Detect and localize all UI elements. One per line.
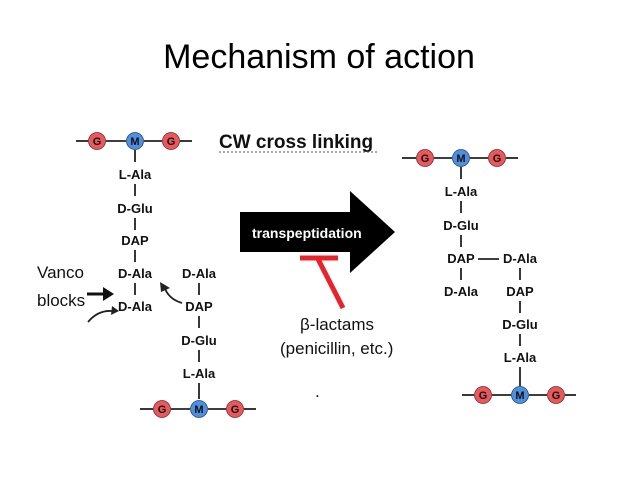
g-sugar-label: G <box>479 390 488 402</box>
g-sugar-circle <box>416 149 434 167</box>
penicillin-label: (penicillin, etc.) <box>280 339 393 358</box>
m-sugar-label: M <box>130 136 139 148</box>
vanco-arrowhead <box>103 287 114 301</box>
right-chain2-residue: DAP <box>506 284 534 299</box>
left-chain1-residue: L-Ala <box>119 167 152 182</box>
g-sugar-circle <box>88 132 106 150</box>
g-sugar-circle <box>162 132 180 150</box>
transpeptidation-label: transpeptidation <box>252 225 362 241</box>
vanco-label-line1: Vanco <box>37 263 84 282</box>
left-chain2-residue: DAP <box>185 299 213 314</box>
left-chain1-residue: D-Ala <box>118 299 153 314</box>
m-sugar-circle <box>190 400 208 418</box>
right-chain1-residue: DAP <box>447 251 475 266</box>
right-chain1-residue: D-Ala <box>444 284 479 299</box>
right-chain2-residue: D-Glu <box>502 317 537 332</box>
m-sugar-circle <box>511 386 529 404</box>
diagram-heading: CW cross linking <box>219 132 373 153</box>
right-chain1-residue: L-Ala <box>445 184 478 199</box>
m-sugar-circle <box>452 149 470 167</box>
footnote: . <box>315 382 320 401</box>
g-sugar-label: G <box>167 136 176 148</box>
inhibition-line <box>315 257 346 310</box>
g-sugar-circle <box>488 149 506 167</box>
g-sugar-label: G <box>421 153 430 165</box>
attack-arrowhead <box>160 282 170 292</box>
slide-title: Mechanism of action <box>163 38 475 76</box>
m-sugar-circle <box>126 132 144 150</box>
left-chain1-residue: D-Glu <box>117 201 152 216</box>
g-sugar-label: G <box>231 404 240 416</box>
transpeptidation-arrow <box>240 191 395 273</box>
vanco-curve-arrow <box>87 310 113 323</box>
g-sugar-circle <box>226 400 244 418</box>
left-chain2-residue: L-Ala <box>183 366 216 381</box>
g-sugar-circle <box>547 386 565 404</box>
left-chain1-residue: D-Ala <box>118 266 153 281</box>
beta-lactams-label: β-lactams <box>300 315 374 334</box>
g-sugar-label: G <box>93 136 102 148</box>
left-chain2-residue: D-Glu <box>181 333 216 348</box>
g-sugar-circle <box>153 400 171 418</box>
right-chain2-residue: L-Ala <box>504 350 537 365</box>
left-chain1-residue: DAP <box>121 233 149 248</box>
g-sugar-circle <box>474 386 492 404</box>
g-sugar-label: G <box>158 404 167 416</box>
m-sugar-label: M <box>194 404 203 416</box>
left-chain2-residue: D-Ala <box>182 266 217 281</box>
vanco-curve-arrowhead <box>111 306 119 315</box>
m-sugar-label: M <box>456 153 465 165</box>
right-chain2-residue: D-Ala <box>503 251 538 266</box>
g-sugar-label: G <box>493 153 502 165</box>
m-sugar-label: M <box>515 390 524 402</box>
right-chain1-residue: D-Glu <box>443 218 478 233</box>
vanco-label-line2: blocks <box>37 291 85 310</box>
g-sugar-label: G <box>552 390 561 402</box>
